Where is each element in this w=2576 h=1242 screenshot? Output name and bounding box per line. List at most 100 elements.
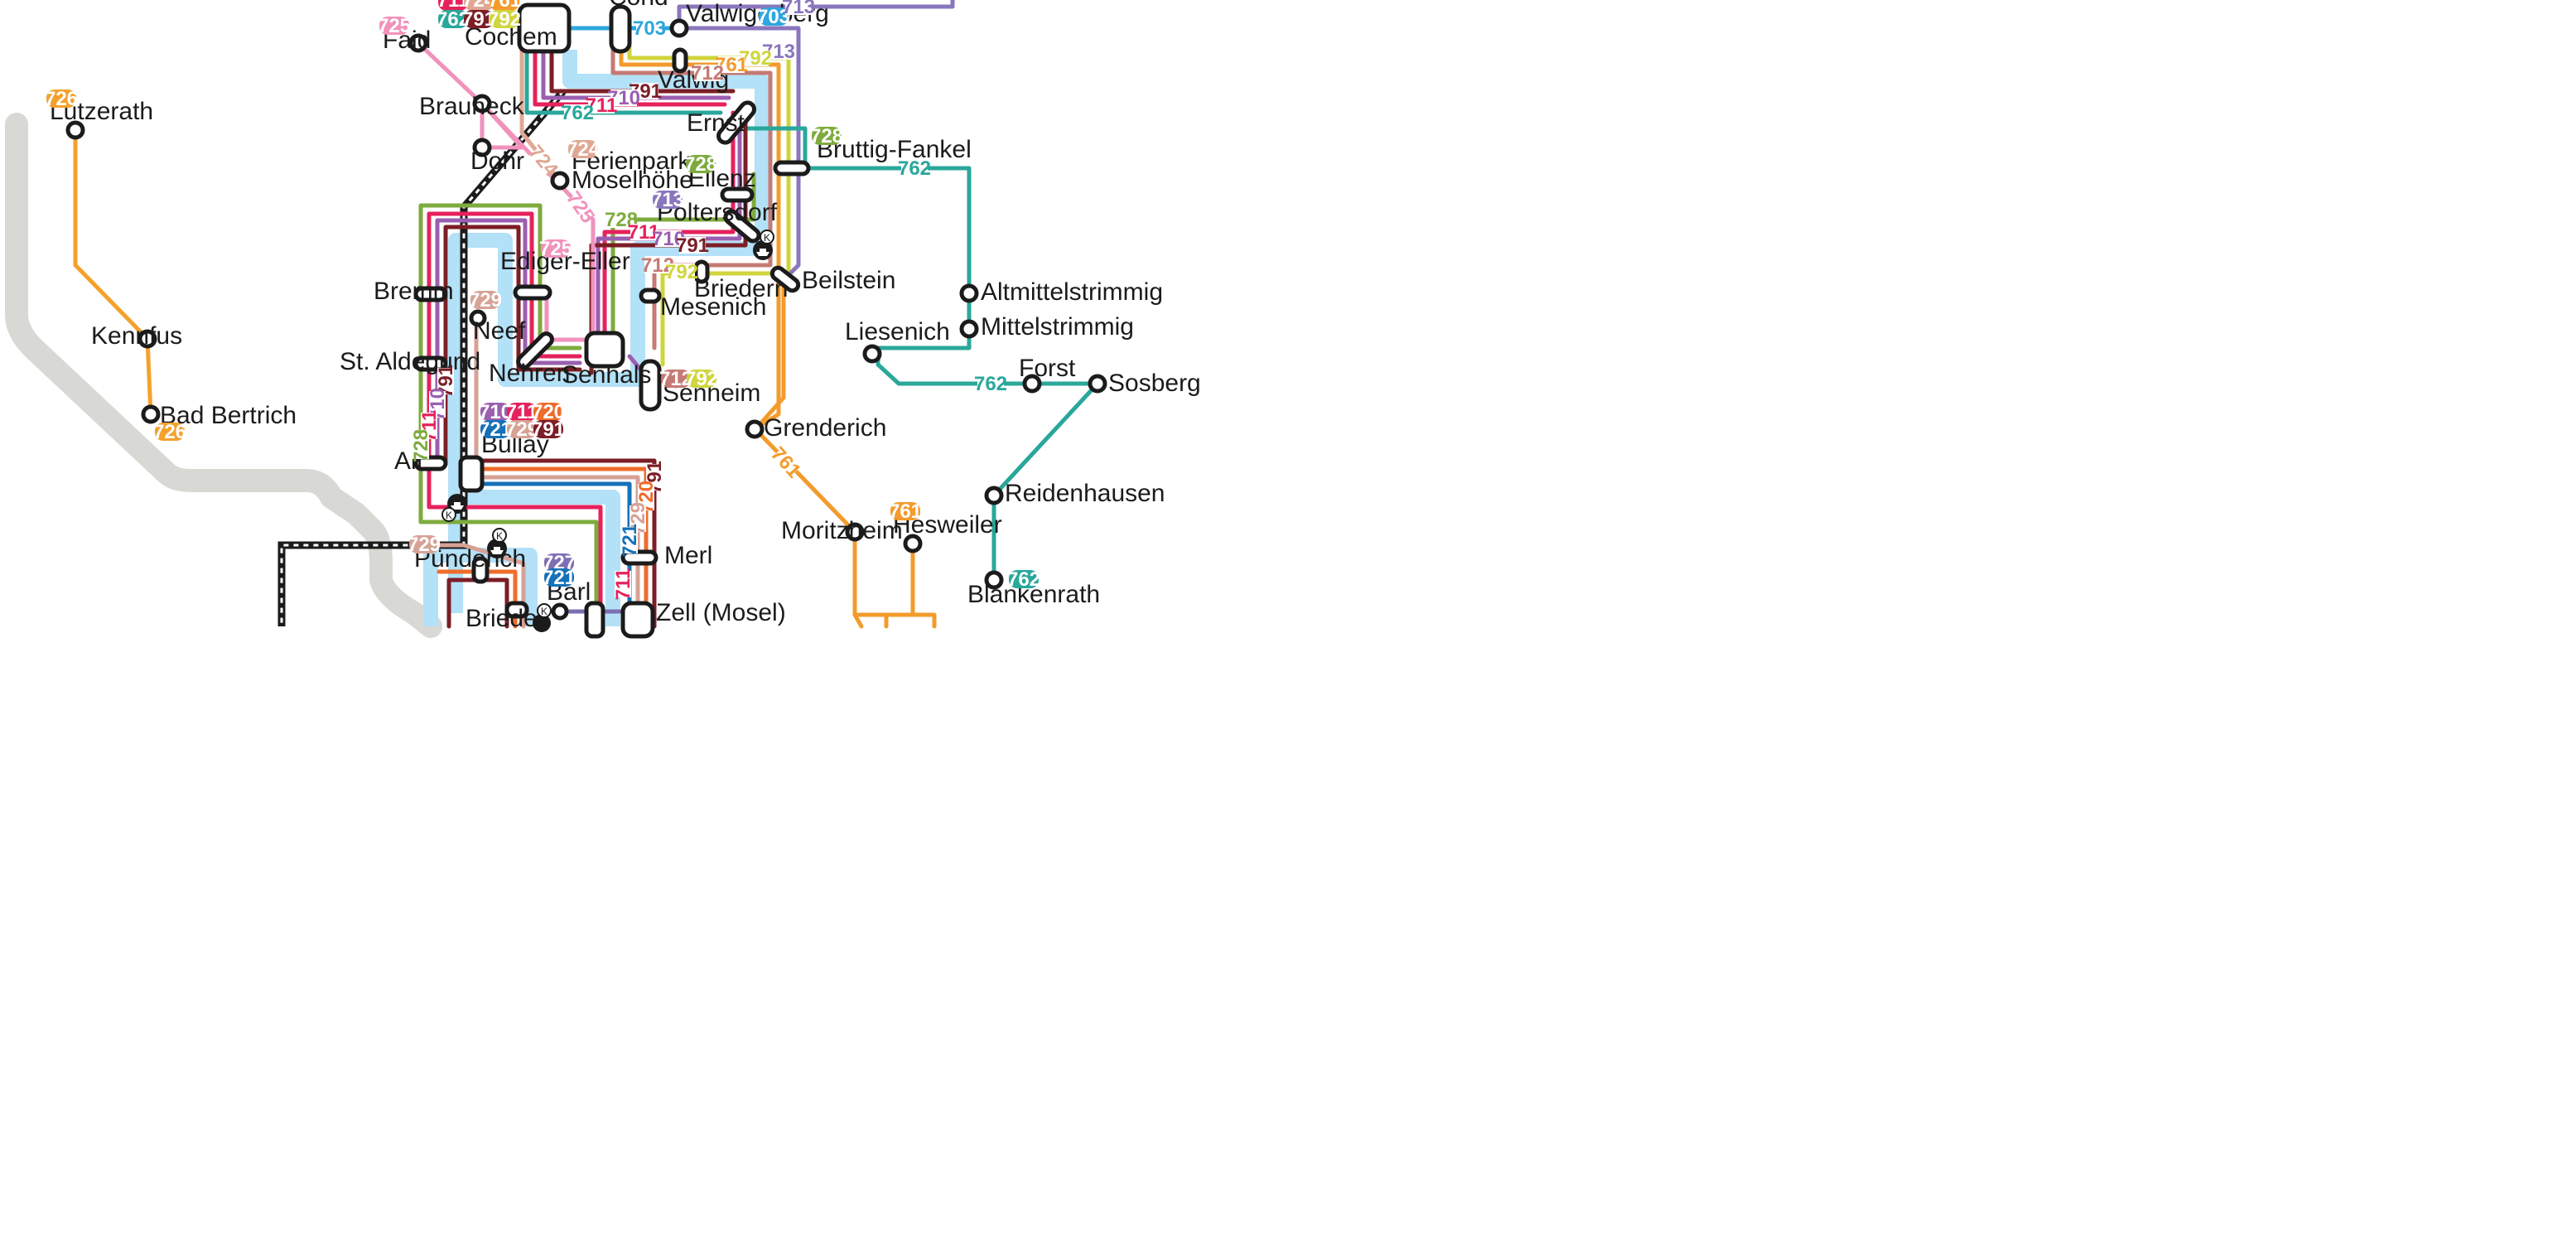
- line-badge: 703: [757, 6, 790, 28]
- line-badge: 729: [505, 418, 538, 441]
- route-791: [549, 47, 736, 94]
- hub-ellenz: [720, 186, 755, 203]
- svg-text:721: 721: [543, 567, 576, 589]
- station-moritzheim-dot: [845, 522, 865, 542]
- line-label: 728: [410, 429, 432, 462]
- hub-cochem: [517, 2, 572, 54]
- ship-icon: K: [487, 528, 507, 558]
- hub-zell: [620, 601, 655, 639]
- route-711-bullay: [427, 462, 603, 629]
- station-briedel: Briedel: [466, 605, 543, 632]
- line-badge: 728: [810, 125, 843, 147]
- line-badge: 728: [684, 153, 717, 176]
- station-barl-dot: [551, 602, 569, 621]
- svg-text:724: 724: [567, 138, 601, 161]
- station-aldegund: St. Aldegund: [340, 348, 480, 375]
- line-label: 711: [586, 94, 618, 117]
- hub-bremm: [413, 286, 448, 302]
- line-label: 762: [561, 102, 594, 124]
- svg-text:726: 726: [153, 421, 186, 443]
- route-791-bullay: [470, 458, 657, 629]
- station-ferienpark-2: Moselhöhe: [572, 167, 693, 194]
- route-726: [73, 128, 153, 417]
- svg-text:729: 729: [469, 289, 502, 312]
- station-lutzerath-dot: [65, 120, 85, 140]
- hub-zell2: [584, 601, 605, 639]
- line-label: 791: [676, 234, 709, 257]
- line-badges: 711 724 761 762 791 792 725 703 726 728 …: [45, 0, 1040, 591]
- svg-text:K: K: [496, 530, 503, 542]
- station-dohr: Dohr: [470, 147, 524, 175]
- station-altmittel-dot: [959, 283, 979, 303]
- line-badge: 726: [153, 421, 186, 443]
- hub-bullay: [458, 455, 485, 493]
- line-badge: 761: [488, 0, 521, 12]
- station-blankenrath-dot: [984, 570, 1004, 590]
- hub-valwig: [672, 47, 688, 74]
- moselle-river: [423, 50, 769, 626]
- line-badge: 720: [532, 401, 565, 423]
- route-791-alf: [443, 225, 582, 466]
- svg-text:729: 729: [408, 534, 441, 556]
- ship-icon: K: [441, 494, 467, 522]
- line-badge: 792: [488, 8, 521, 31]
- ferry-icons: K K K K: [441, 230, 774, 632]
- station-senhals: Senhals: [562, 361, 651, 389]
- line-badge: 711: [437, 0, 469, 12]
- route-711: [533, 47, 727, 107]
- hub-nehren: [516, 331, 554, 370]
- svg-text:728: 728: [810, 125, 843, 147]
- station-hesweiler-dot: [903, 534, 923, 553]
- line-label: 713: [782, 0, 815, 18]
- station-nehren: Nehren: [489, 360, 570, 387]
- line-badge: 762: [1007, 568, 1040, 591]
- hub-merl: [620, 549, 658, 566]
- station-cond: Cond: [609, 0, 668, 11]
- station-ferienpark-dot: [550, 171, 570, 191]
- station-kennfus: Kennfus: [91, 322, 182, 350]
- station-beilstein: Beilstein: [802, 267, 895, 294]
- svg-text:725: 725: [378, 15, 411, 37]
- station-mittel: Mittelstrimmig: [981, 313, 1134, 341]
- station-reidenhausen-dot: [984, 486, 1004, 505]
- station-kennfus-dot: [137, 329, 157, 349]
- station-sosberg: Sosberg: [1108, 370, 1201, 397]
- station-neef-dot: [469, 309, 487, 327]
- route-728-alf: [418, 203, 582, 524]
- hub-ediger: [513, 284, 552, 301]
- line-label: 762: [974, 373, 1007, 395]
- line-badge: 713: [651, 189, 684, 211]
- hub-briedel: [504, 601, 529, 619]
- line-badge: 724: [462, 0, 496, 12]
- station-liesenich-dot: [862, 344, 882, 364]
- hub-mesenich: [639, 288, 662, 304]
- station-bertrich-dot: [141, 404, 161, 424]
- station-mesenich: Mesenich: [660, 293, 766, 321]
- station-brauheck-dot: [472, 94, 492, 114]
- station-sosberg-dot: [1088, 374, 1107, 394]
- svg-text:792: 792: [488, 8, 521, 31]
- hub-senheim: [639, 359, 662, 412]
- hub-senhals: [584, 331, 625, 369]
- svg-text:711: 711: [506, 401, 538, 423]
- station-neef: Neef: [473, 317, 526, 345]
- station-reidenhausen: Reidenhausen: [1005, 480, 1165, 507]
- hub-cond: [609, 4, 632, 54]
- ship-icon: K: [533, 603, 552, 632]
- svg-text:729: 729: [505, 418, 538, 441]
- station-zell: Zell (Mosel): [656, 599, 786, 626]
- line-badge: 725: [539, 238, 572, 260]
- station-forst: Forst: [1019, 355, 1076, 382]
- svg-text:K: K: [541, 606, 548, 617]
- line-badge: 724: [567, 138, 601, 161]
- station-bertrich: Bad Bertrich: [160, 402, 297, 429]
- line-label: 703: [633, 17, 666, 40]
- svg-text:725: 725: [539, 238, 572, 260]
- station-ernst: Ernst: [687, 109, 745, 137]
- svg-text:721: 721: [479, 418, 512, 441]
- station-grenderich: Grenderich: [764, 414, 886, 442]
- station-altmittel: Altmittelstrimmig: [981, 278, 1163, 306]
- ship-icon: K: [753, 230, 774, 260]
- station-forst-dot: [1022, 374, 1042, 394]
- line-badge: 725: [378, 15, 411, 37]
